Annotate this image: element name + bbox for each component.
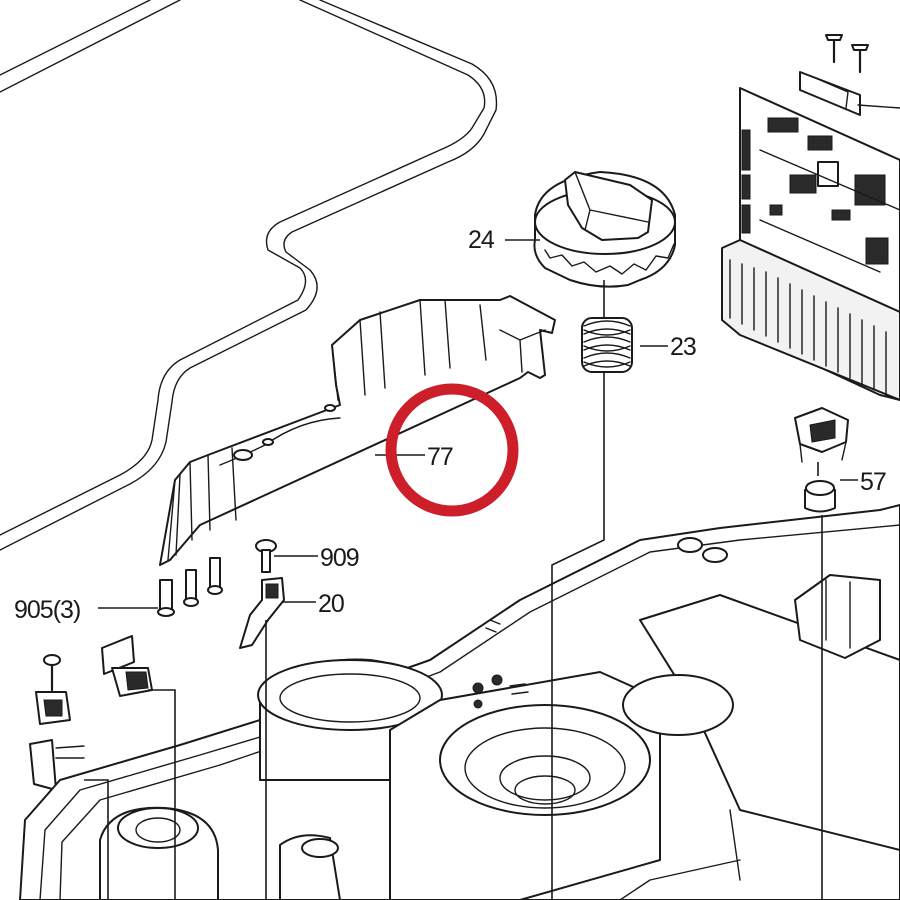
circuit-board bbox=[721, 34, 900, 401]
cable-wire bbox=[0, 0, 498, 551]
callout-77: 77 bbox=[427, 443, 453, 471]
leader-lines bbox=[84, 239, 858, 900]
callout-20: 20 bbox=[318, 590, 344, 618]
part-57-connector bbox=[794, 407, 849, 513]
callout-57: 57 bbox=[860, 468, 886, 496]
callout-labels: 24 23 77 57 909 20 905(3) bbox=[14, 226, 887, 624]
part-905-screws bbox=[157, 557, 223, 617]
callout-24: 24 bbox=[468, 226, 495, 254]
part-23-spring bbox=[581, 317, 633, 373]
small-components-left bbox=[29, 635, 153, 791]
part-24-knob bbox=[533, 171, 676, 288]
callout-909: 909 bbox=[320, 544, 359, 572]
part-20-clip bbox=[239, 577, 285, 649]
part-77-bracket bbox=[159, 295, 556, 566]
callout-23: 23 bbox=[670, 333, 696, 361]
part-909-screw bbox=[255, 539, 277, 573]
highlight-circle bbox=[385, 383, 519, 517]
main-housing bbox=[19, 504, 900, 900]
callout-905: 905(3) bbox=[14, 596, 80, 624]
